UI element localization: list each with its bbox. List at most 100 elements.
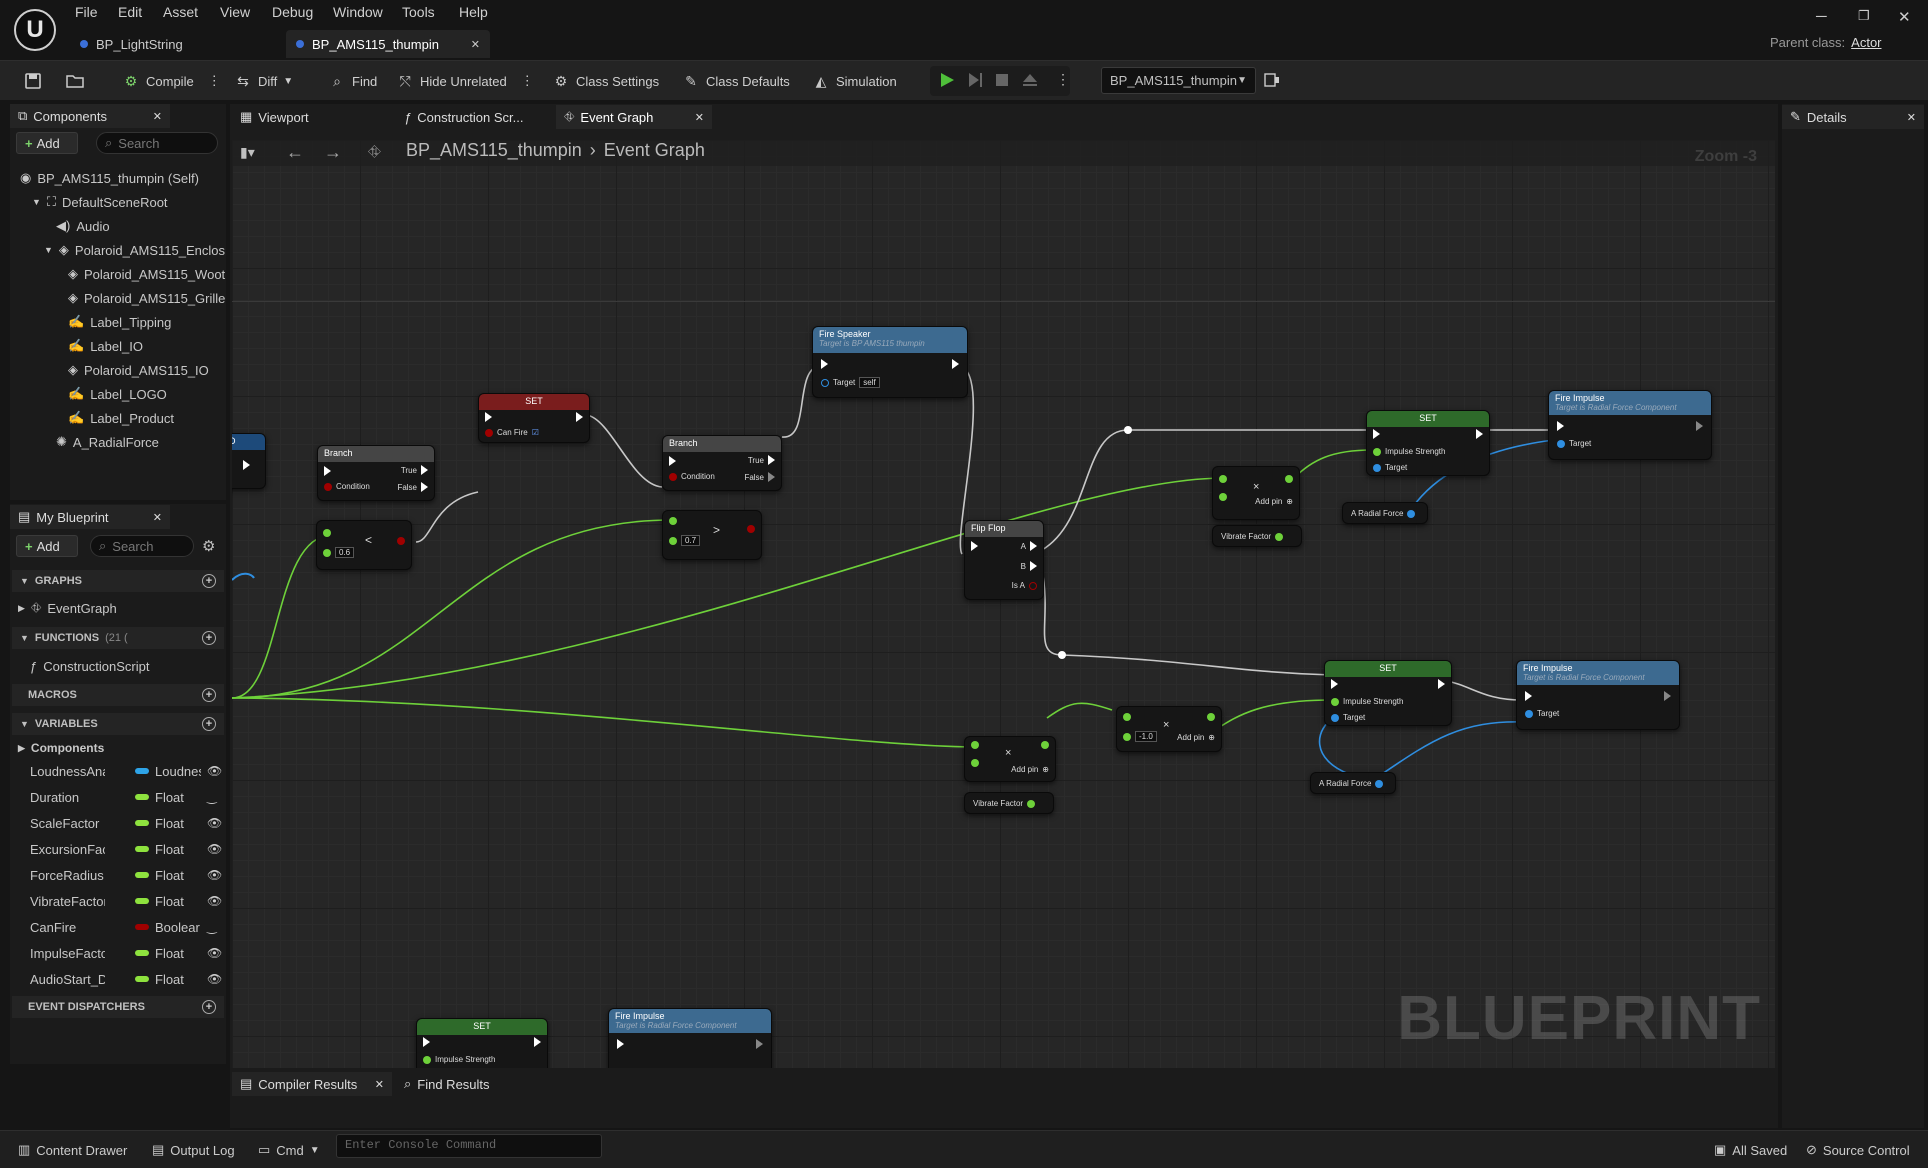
b-pin[interactable]: 0.7	[669, 535, 701, 546]
b-value-field[interactable]: 0.6	[335, 547, 355, 558]
content-drawer-button[interactable]: ▥ Content Drawer	[18, 1138, 127, 1162]
menu-edit[interactable]: Edit	[118, 4, 143, 20]
fire-impulse-node-3[interactable]: Fire Impulse Target is Radial Force Comp…	[608, 1008, 772, 1068]
condition-pin[interactable]: Condition	[669, 472, 715, 481]
eye-icon[interactable]: 👁	[207, 868, 223, 882]
breadcrumb-graph[interactable]: Event Graph	[603, 140, 705, 160]
a-pin[interactable]	[971, 741, 979, 749]
minimize-icon[interactable]: ─	[1816, 8, 1827, 25]
eject-icon[interactable]	[1022, 72, 1038, 88]
component-item-label-io[interactable]: ✍Label_IO	[68, 334, 143, 358]
window-close-icon[interactable]: ✕	[1898, 9, 1911, 26]
variable-type[interactable]: Float	[155, 867, 184, 883]
graphs-section-header[interactable]: ▼ GRAPHS +	[12, 570, 224, 592]
true-pin[interactable]: True	[401, 465, 428, 475]
variable-type[interactable]: Float	[155, 815, 184, 831]
a-pin[interactable]	[1219, 475, 1227, 483]
branch-node-2[interactable]: Branch True Condition False	[662, 435, 782, 491]
a-pin[interactable]	[669, 517, 677, 525]
tab-compiler-results[interactable]: ▤ Compiler Results ✕	[232, 1072, 392, 1096]
tab-event-graph[interactable]: ⛗ Event Graph ✕	[556, 105, 712, 129]
stop-icon[interactable]	[994, 72, 1010, 88]
radial-force-getter-2[interactable]: A Radial Force	[1310, 772, 1396, 794]
event-graph-canvas[interactable]: ▮▾ ← → ⛗ BP_AMS115_thumpin › Event Graph…	[232, 140, 1775, 1068]
browse-debug-icon[interactable]	[1264, 72, 1280, 88]
exec-out-pin[interactable]	[952, 359, 959, 369]
menu-tools[interactable]: Tools	[402, 4, 435, 20]
can-fire-pin[interactable]: Can Fire☑	[485, 428, 539, 437]
b-value-field[interactable]: -1.0	[1135, 731, 1157, 742]
result-pin[interactable]	[1285, 475, 1293, 483]
true-pin[interactable]: True	[748, 455, 775, 465]
tab-bp-lightstring[interactable]: BP_LightString	[70, 30, 193, 58]
macros-section-header[interactable]: MACROS +	[12, 684, 224, 706]
add-member-button[interactable]: + Add	[16, 535, 78, 557]
breadcrumb-blueprint[interactable]: BP_AMS115_thumpin	[406, 140, 582, 160]
component-item-enclosure[interactable]: ▼◈Polaroid_AMS115_Enclos	[44, 238, 225, 262]
fire-impulse-node-2[interactable]: Fire Impulse Target is Radial Force Comp…	[1516, 660, 1680, 730]
exec-in-pin[interactable]	[423, 1037, 430, 1047]
add-function-icon[interactable]: +	[202, 631, 216, 645]
exec-out-pin[interactable]	[1438, 679, 1445, 689]
components-variable-group[interactable]: ▶ Components	[18, 736, 104, 760]
component-item-grille[interactable]: ◈Polaroid_AMS115_Grille	[68, 286, 225, 310]
close-icon[interactable]: ✕	[374, 1078, 384, 1091]
flip-flop-node[interactable]: Flip Flop A B Is A	[964, 520, 1044, 600]
set-impulse-strength-node-2[interactable]: SET Impulse Strength Target	[1324, 660, 1452, 726]
tab-viewport[interactable]: ▦ Viewport	[232, 105, 392, 129]
output-log-button[interactable]: ▤ Output Log	[152, 1138, 235, 1162]
exec-in-pin[interactable]	[821, 359, 828, 369]
false-pin[interactable]: False	[744, 472, 775, 482]
vibrate-factor-getter-2[interactable]: Vibrate Factor	[964, 792, 1054, 814]
add-pin-button[interactable]: Add pin⊕	[1011, 765, 1049, 774]
a-pin[interactable]	[1123, 713, 1131, 721]
component-item-defaultsceneroot[interactable]: ▼⛶DefaultSceneRoot	[32, 190, 168, 214]
menu-view[interactable]: View	[220, 4, 251, 20]
a-pin[interactable]	[323, 529, 331, 537]
components-tab[interactable]: ⧉ Components ✕	[10, 104, 170, 128]
eye-icon[interactable]: 👁	[207, 764, 223, 778]
exec-in-pin[interactable]	[485, 412, 492, 422]
menu-debug[interactable]: Debug	[272, 4, 314, 20]
tab-find-results[interactable]: ⌕ Find Results	[396, 1072, 526, 1096]
false-pin[interactable]: False	[397, 482, 428, 492]
b-value-field[interactable]: 0.7	[681, 535, 701, 546]
find-button[interactable]: ⌕ Find	[328, 68, 377, 94]
variables-section-header[interactable]: ▼ VARIABLES +	[12, 713, 224, 735]
add-dispatcher-icon[interactable]: +	[202, 1000, 216, 1014]
simulation-button[interactable]: ◭ Simulation	[812, 68, 897, 94]
add-pin-button[interactable]: Add pin⊕	[1255, 497, 1293, 506]
a-pin[interactable]: A	[1021, 541, 1037, 551]
more-options-icon[interactable]: ⋮	[520, 73, 534, 88]
vibrate-factor-pin[interactable]: Vibrate Factor	[973, 799, 1036, 808]
close-icon[interactable]: ✕	[694, 111, 704, 124]
source-control-button[interactable]: ⊘ Source Control	[1806, 1138, 1910, 1162]
reroute-node[interactable]	[1124, 426, 1132, 434]
b-pin[interactable]	[1219, 493, 1227, 501]
menu-window[interactable]: Window	[333, 4, 383, 20]
details-tab[interactable]: ✎ Details ✕	[1782, 105, 1924, 129]
class-settings-button[interactable]: ⚙ Class Settings	[552, 68, 659, 94]
component-item-audio[interactable]: ◀)Audio	[56, 214, 110, 238]
target-pin[interactable]: Target	[1373, 463, 1407, 472]
multiply-neg-one-node[interactable]: -1.0 × Add pin⊕	[1116, 706, 1222, 752]
set-impulse-strength-node-1[interactable]: SET Impulse Strength Target	[1366, 410, 1490, 476]
impulse-strength-pin[interactable]: Impulse Strength	[423, 1055, 495, 1064]
eye-icon[interactable]: 👁	[207, 946, 223, 960]
eye-icon[interactable]: 👁	[207, 894, 223, 908]
target-pin[interactable]: Target	[1525, 709, 1559, 718]
event-dispatchers-section-header[interactable]: EVENT DISPATCHERS +	[12, 996, 224, 1018]
back-arrow-icon[interactable]: ←	[286, 142, 304, 162]
exec-in-pin[interactable]	[1525, 691, 1532, 701]
diff-button[interactable]: ⇆ Diff ▼	[234, 68, 293, 94]
parent-class-link[interactable]: Actor	[1851, 35, 1882, 50]
components-search-input[interactable]: ⌕ Search	[96, 132, 218, 154]
vibrate-factor-pin[interactable]: Vibrate Factor	[1221, 532, 1284, 541]
exec-in-pin[interactable]	[1373, 429, 1380, 439]
more-options-icon[interactable]: ⋮	[1056, 71, 1070, 87]
result-pin[interactable]	[1207, 713, 1215, 721]
